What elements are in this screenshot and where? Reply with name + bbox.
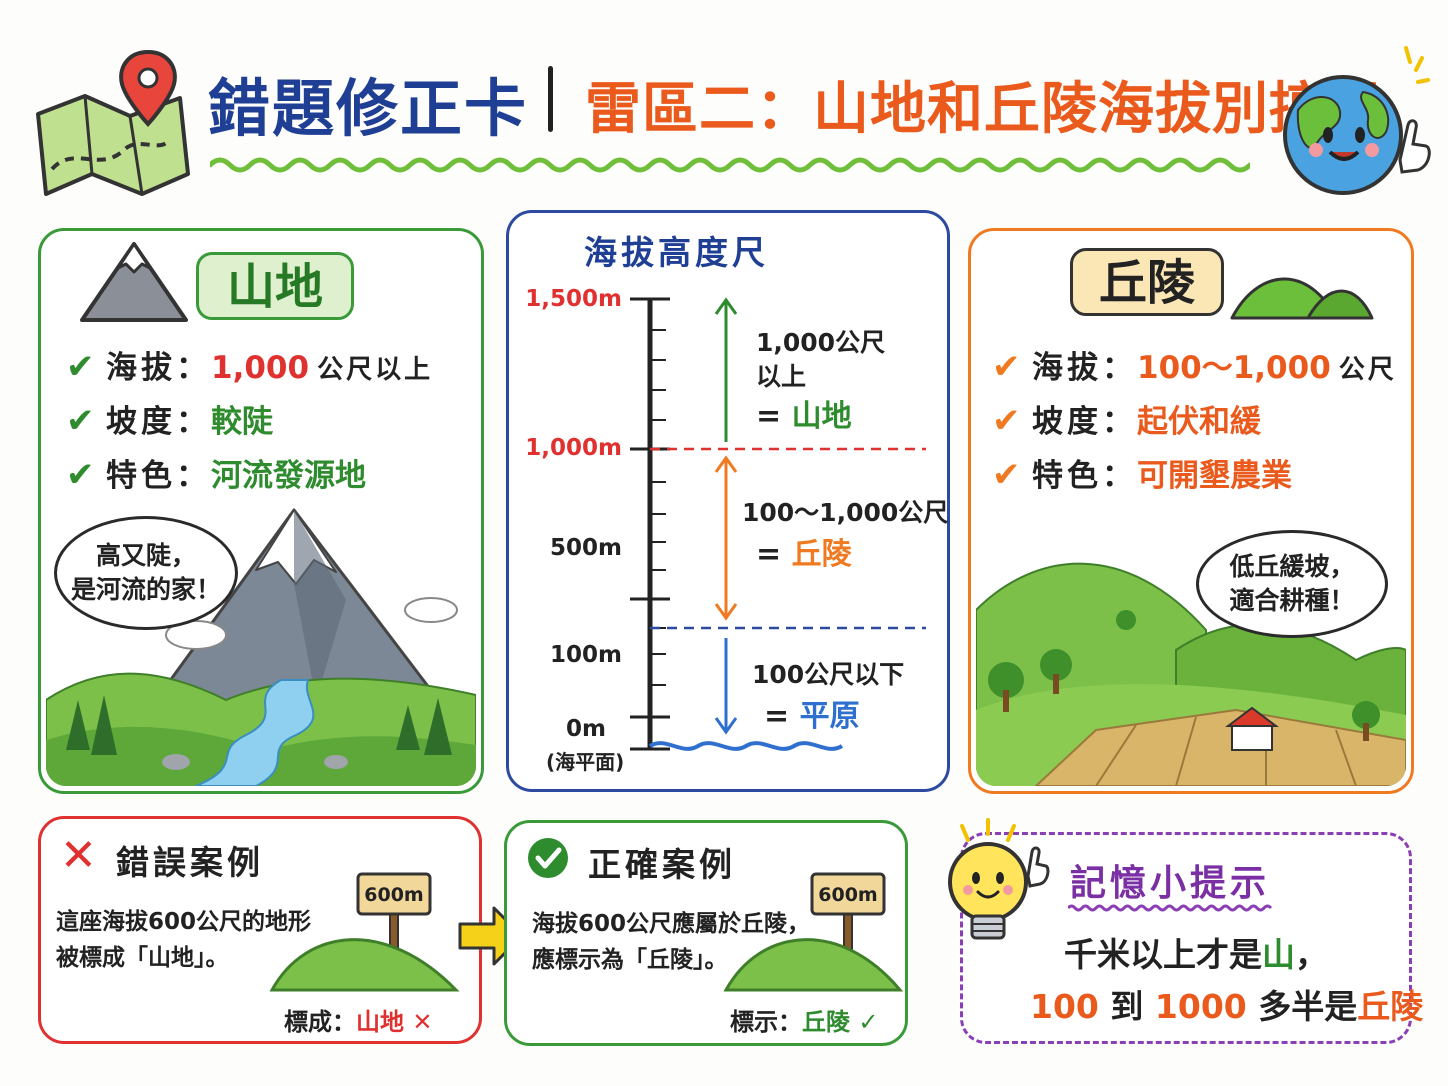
globe-mascot-icon — [1268, 40, 1438, 200]
tick-label-1500: 1,500m — [525, 286, 622, 312]
page-title: 錯題修正卡 — [208, 72, 529, 145]
page-subtitle: 雷區二：山地和丘陵海拔別搞混 — [585, 77, 1383, 142]
tick-label-0: 0m — [566, 716, 606, 742]
check-icon: ✔ — [66, 401, 95, 441]
hill-row-slope: ✔坡度：起伏和緩 — [992, 401, 1261, 441]
memory-tip-line2: 100 到 1000 多半是丘陵 — [1030, 987, 1424, 1026]
mountain-badge: 山地 — [196, 252, 354, 320]
title-divider — [548, 66, 553, 132]
mountain-row-slope: ✔坡度：較陡 — [66, 401, 273, 441]
snow-peak-icon — [78, 236, 190, 326]
check-icon: ✔ — [66, 347, 95, 387]
wavy-underline — [207, 150, 1253, 180]
green-hills-icon — [1228, 258, 1376, 324]
tick-label-100: 100m — [550, 642, 622, 668]
elevation-scale-card — [506, 210, 950, 792]
memory-tip-title: 記憶小提示 — [1070, 863, 1271, 904]
check-icon: ✔ — [992, 455, 1021, 495]
wrong-case-title: 錯誤案例 — [116, 843, 264, 882]
hill-badge: 丘陵 — [1070, 248, 1224, 316]
wrong-case-text: 這座海拔600公尺的地形 被標成「山地」。 — [56, 909, 312, 971]
right-case-tag: 標示：丘陵 ✓ — [730, 1008, 879, 1036]
hill-row-feature: ✔特色：可開墾農業 — [992, 455, 1292, 495]
scale-title: 海拔高度尺 — [584, 233, 769, 272]
map-icon — [30, 44, 200, 204]
right-case-text: 海拔600公尺應屬於丘陵， 應標示為「丘陵」。 — [532, 911, 811, 973]
hill-sign-illustration — [266, 868, 466, 994]
check-icon: ✔ — [66, 455, 95, 495]
cross-mark-icon: ✕ — [412, 1008, 433, 1036]
check-circle-icon — [526, 836, 570, 880]
tick-label-1000: 1,000m — [525, 435, 622, 461]
sea-level-label: (海平面) — [546, 750, 625, 774]
zone-hill-label: 100～1,000公尺 = 丘陵 — [742, 498, 949, 572]
check-icon: ✔ — [992, 347, 1021, 387]
right-sign-label: 600m — [818, 884, 878, 906]
hill-farmland-illustration — [976, 540, 1406, 786]
check-icon: ✔ — [992, 401, 1021, 441]
right-case-title: 正確案例 — [588, 845, 736, 884]
check-mark-icon: ✓ — [858, 1008, 879, 1036]
mountain-row-feature: ✔特色：河流發源地 — [66, 455, 366, 495]
hill-sign-illustration — [720, 868, 904, 994]
right-case-card — [504, 820, 908, 1046]
hill-speech-bubble: 低丘緩坡， 適合耕種！ — [1196, 530, 1388, 638]
mountain-speech-bubble: 高又陡， 是河流的家！ — [54, 516, 238, 630]
wrong-case-tag: 標成：山地 ✕ — [284, 1008, 433, 1036]
memory-tip-line1: 千米以上才是山， — [1064, 935, 1328, 974]
zone-mountain-label: 1,000公尺 以上 = 山地 — [756, 328, 886, 434]
tip-underline — [1066, 900, 1273, 914]
tick-label-500: 500m — [550, 535, 622, 561]
mountain-landscape-illustration — [46, 500, 476, 786]
lightbulb-icon — [932, 816, 1052, 956]
elevation-ruler — [630, 297, 926, 751]
wrong-sign-label: 600m — [364, 884, 424, 906]
wrong-case-card — [38, 816, 482, 1044]
memory-tip-card — [960, 832, 1412, 1044]
zone-plain-label: 100公尺以下 = 平原 — [752, 660, 905, 734]
cross-icon: ✕ — [60, 830, 97, 881]
